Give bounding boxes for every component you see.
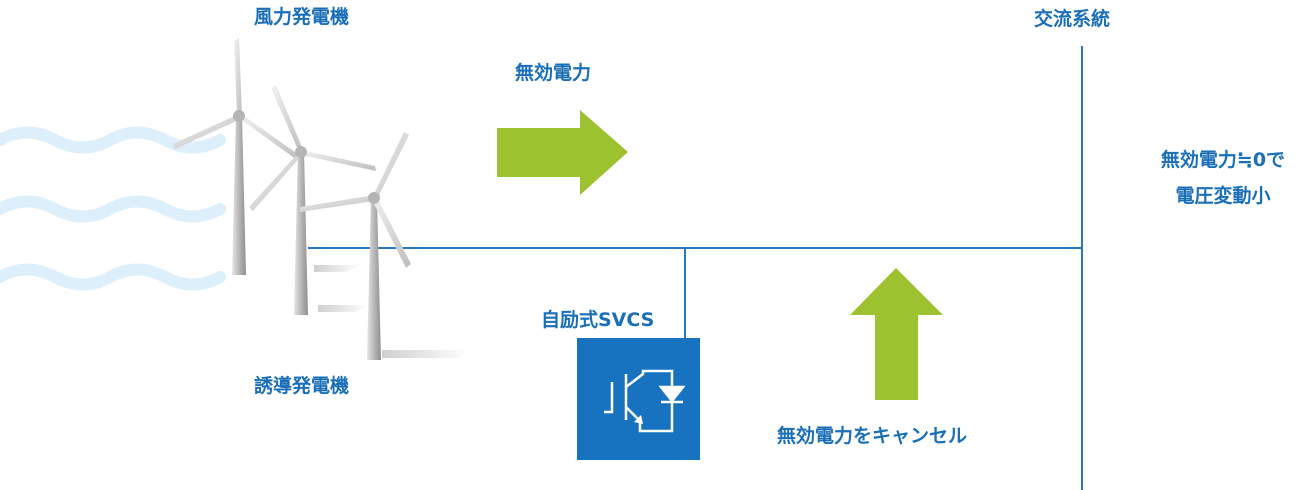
wind-wave <box>0 263 226 291</box>
cancel-reactive-label: 無効電力をキャンセル <box>777 425 968 447</box>
voltage-note-line2: 電圧変動小 <box>1175 185 1271 207</box>
reactive-power-arrow-right <box>497 110 628 195</box>
svcs-box <box>577 338 700 460</box>
voltage-note: 無効電力≒0で 電圧変動小 <box>1140 142 1306 214</box>
induction-generator-label: 誘導発電機 <box>254 375 350 397</box>
wind-turbine-icon <box>249 85 376 315</box>
svcs-label: 自励式SVCS <box>541 309 655 331</box>
connection-lines <box>308 46 1083 490</box>
ac-grid-label: 交流系統 <box>1034 8 1111 30</box>
igbt-diode-icon <box>604 369 686 433</box>
cancel-arrow-up <box>850 268 943 400</box>
voltage-note-line1: 無効電力≒0で <box>1160 149 1286 171</box>
wind-turbine-icon <box>173 38 360 275</box>
wind-waves <box>0 126 226 291</box>
wind-turbine-icon <box>300 132 470 360</box>
reactive-power-label: 無効電力 <box>515 62 592 84</box>
wind-wave <box>0 195 226 223</box>
wind-generator-label: 風力発電機 <box>254 6 350 28</box>
